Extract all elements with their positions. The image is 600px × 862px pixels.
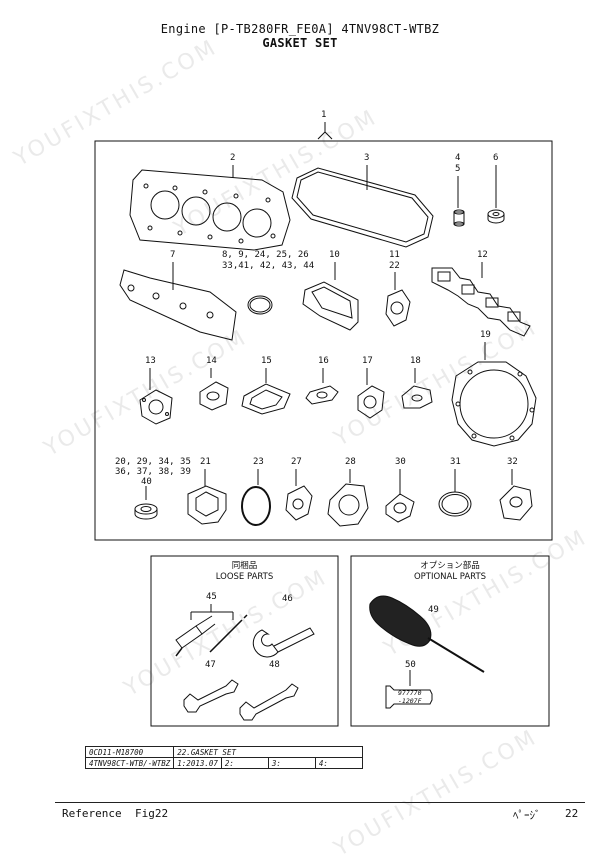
manifold-gasket-7 — [119, 269, 237, 341]
head-gasket-2 — [129, 169, 291, 251]
callout-14: 14 — [206, 356, 217, 366]
page-title: Engine [P-TB280FR_FE0A] 4TNV98CT-WTBZ — [160, 22, 440, 36]
callout-45: 45 — [206, 592, 217, 602]
footer-page-number: 22 — [565, 807, 579, 820]
info-revision-4: 4: — [314, 757, 363, 769]
gasket-10 — [302, 281, 359, 331]
gasket-17 — [357, 385, 385, 419]
callout-15: 15 — [261, 356, 272, 366]
gasket-15 — [241, 383, 291, 415]
loose-parts-frame — [150, 555, 339, 727]
washer-6 — [487, 209, 505, 224]
gasket-21 — [187, 485, 227, 525]
brush-49 — [369, 595, 485, 673]
footer-divider — [55, 802, 585, 803]
footer-reference: Reference — [62, 807, 122, 820]
wrench-47 — [183, 679, 239, 713]
callout-40: 40 — [141, 477, 152, 487]
callout-20-line1: 20, 29, 34, 35 — [115, 457, 191, 467]
callout-20-line2: 36, 37, 38, 39 — [115, 467, 191, 477]
gasket-18 — [401, 385, 433, 409]
callout-11: 11 — [389, 250, 400, 260]
gasket-11 — [385, 289, 411, 327]
callout-32: 32 — [507, 457, 518, 467]
page-subtitle: GASKET SET — [262, 36, 338, 50]
seal-4-5 — [453, 209, 465, 227]
tube-label-line1: 977770 — [398, 689, 422, 697]
o-ring-8 — [247, 295, 273, 315]
optional-parts-title-en: OPTIONAL PARTS — [413, 572, 487, 582]
callout-27: 27 — [291, 457, 302, 467]
callout-17: 17 — [362, 356, 373, 366]
callout-30: 30 — [395, 457, 406, 467]
callout-47: 47 — [205, 660, 216, 670]
info-revision-2: 2: — [220, 757, 269, 769]
gasket-13 — [139, 389, 173, 425]
gasket-30 — [385, 493, 415, 523]
info-table: 0CD11-M18700 22.GASKET SET 4TNV98CT-WTB/… — [84, 746, 363, 769]
info-model: 4TNV98CT-WTB/-WTBZ — [84, 757, 175, 769]
callout-13: 13 — [145, 356, 156, 366]
tube-50 — [385, 685, 433, 709]
wrench-48 — [239, 683, 299, 721]
gasket-32 — [499, 485, 533, 521]
footer-page-label: ﾍﾟｰｼﾞ — [513, 809, 541, 822]
callout-6: 6 — [493, 153, 499, 163]
flywheel-housing-gasket-19 — [451, 361, 537, 447]
leader-lines — [145, 165, 513, 500]
callout-23: 23 — [253, 457, 264, 467]
info-revision-3: 3: — [267, 757, 316, 769]
hook-spanner-46 — [252, 627, 315, 658]
gasket-27 — [285, 485, 313, 521]
callout-31: 31 — [450, 457, 461, 467]
callout-12: 12 — [477, 250, 488, 260]
pin-45 — [209, 614, 248, 653]
callout-28: 28 — [345, 457, 356, 467]
loose-parts-title-en: LOOSE PARTS — [215, 572, 274, 582]
intake-gasket-12 — [431, 267, 531, 337]
info-section-name: 22.GASKET SET — [173, 746, 363, 758]
rocker-cover-gasket-3 — [291, 167, 434, 248]
callout-19: 19 — [480, 330, 491, 340]
callout-5: 5 — [455, 164, 461, 174]
callout-4: 4 — [455, 153, 461, 163]
callout-7: 7 — [170, 250, 176, 260]
o-ring-23 — [241, 486, 271, 526]
callout-46: 46 — [282, 594, 293, 604]
callout-16: 16 — [318, 356, 329, 366]
oil-seal-40 — [134, 503, 158, 520]
callout-10: 10 — [329, 250, 340, 260]
gasket-16 — [305, 385, 339, 405]
footer-fig: Fig22 — [135, 807, 169, 820]
callout-1: 1 — [321, 110, 327, 120]
callout-22: 22 — [389, 261, 400, 271]
callout-18: 18 — [410, 356, 421, 366]
callout-8-line1: 8, 9, 24, 25, 26 — [222, 250, 309, 260]
optional-parts-title-jp: オプション部品 — [420, 561, 480, 571]
leader-line-1 — [317, 122, 333, 140]
callout-48: 48 — [269, 660, 280, 670]
callout-2: 2 — [230, 153, 236, 163]
callout-8-line2: 33,41, 42, 43, 44 — [222, 261, 315, 271]
info-catalog-code: 0CD11-M18700 — [84, 746, 175, 758]
callout-50: 50 — [405, 660, 416, 670]
tube-label-line2: -1207F — [398, 697, 422, 705]
screwdriver-45 — [175, 615, 216, 657]
loose-parts-title-jp: 同梱品 — [231, 561, 258, 571]
callout-3: 3 — [364, 153, 370, 163]
callout-21: 21 — [200, 457, 211, 467]
gasket-14 — [199, 381, 229, 411]
callout-49: 49 — [428, 605, 439, 615]
info-revision-1: 1:2013.07 — [173, 757, 222, 769]
ring-31 — [438, 491, 472, 517]
main-frame — [94, 140, 553, 541]
optional-parts-frame — [350, 555, 550, 727]
gasket-28 — [327, 483, 369, 527]
